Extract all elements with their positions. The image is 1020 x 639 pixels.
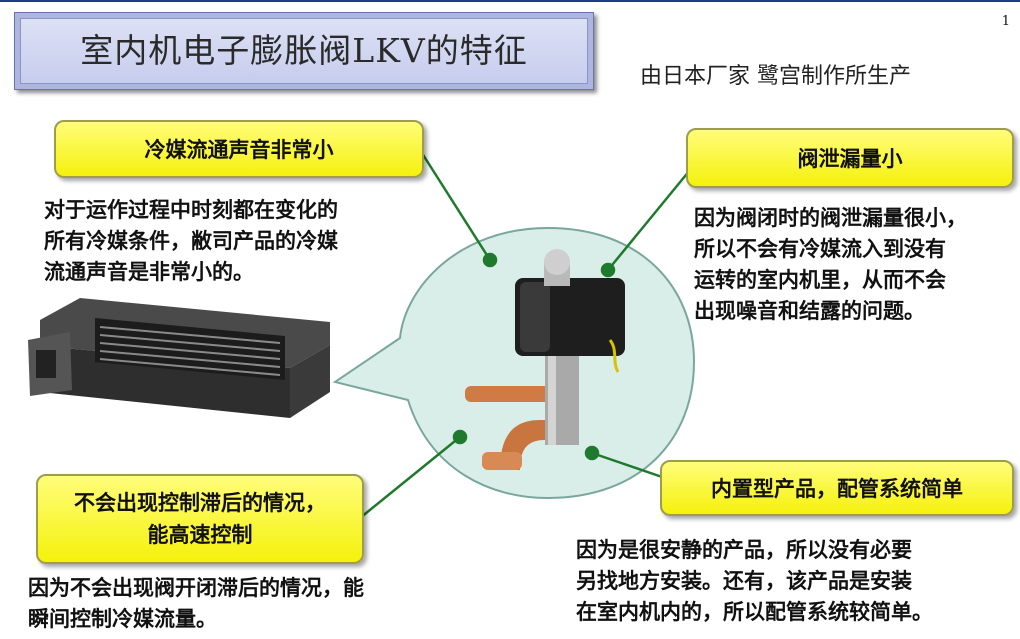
top-rule — [0, 0, 1020, 2]
connector-dot-2 — [600, 262, 616, 278]
feature-text-1: 对于运作过程中时刻都在变化的 所有冷媒条件，敝司产品的冷媒 流通声音是非常小的。 — [44, 197, 338, 284]
feature-label-3: 不会出现控制滞后的情况， 能高速控制 — [36, 474, 364, 564]
feature-text-2: 因为阀闭时的阀泄漏量很小， 所以不会有冷媒流入到没有 运转的室内机里，从而不会 … — [694, 205, 967, 323]
connector-dot-3 — [452, 429, 468, 445]
connector-lines — [359, 149, 691, 519]
connector-line-4 — [591, 451, 666, 480]
connector-line-2 — [607, 169, 691, 271]
connector-line-1 — [418, 149, 492, 261]
feature-label-2: 阀泄漏量小 — [686, 128, 1014, 188]
expansion-valve-image — [465, 249, 625, 470]
feature-text-4: 因为是很安静的产品，所以没有必要 另找地方安装。还有，该产品是安装 在室内机内的… — [576, 537, 933, 624]
indoor-unit-image — [28, 298, 330, 418]
feature-text-3: 因为不会出现阀开闭滞后的情况，能 瞬间控制冷媒流量。 — [28, 575, 364, 631]
connector-line-3 — [359, 436, 461, 519]
feature-label-4: 内置型产品，配管系统简单 — [660, 460, 1014, 516]
title-banner: 室内机电子膨胀阀LKV的特征 — [14, 12, 594, 90]
manufacturer-note: 由日本厂家 鹭宫制作所生产 — [640, 64, 911, 89]
page-title: 室内机电子膨胀阀LKV的特征 — [80, 31, 528, 70]
feature-label-1: 冷媒流通声音非常小 — [54, 120, 424, 178]
page-number: 1 — [1001, 14, 1010, 29]
connector-dot-1 — [482, 252, 498, 268]
connector-dot-4 — [584, 445, 600, 461]
